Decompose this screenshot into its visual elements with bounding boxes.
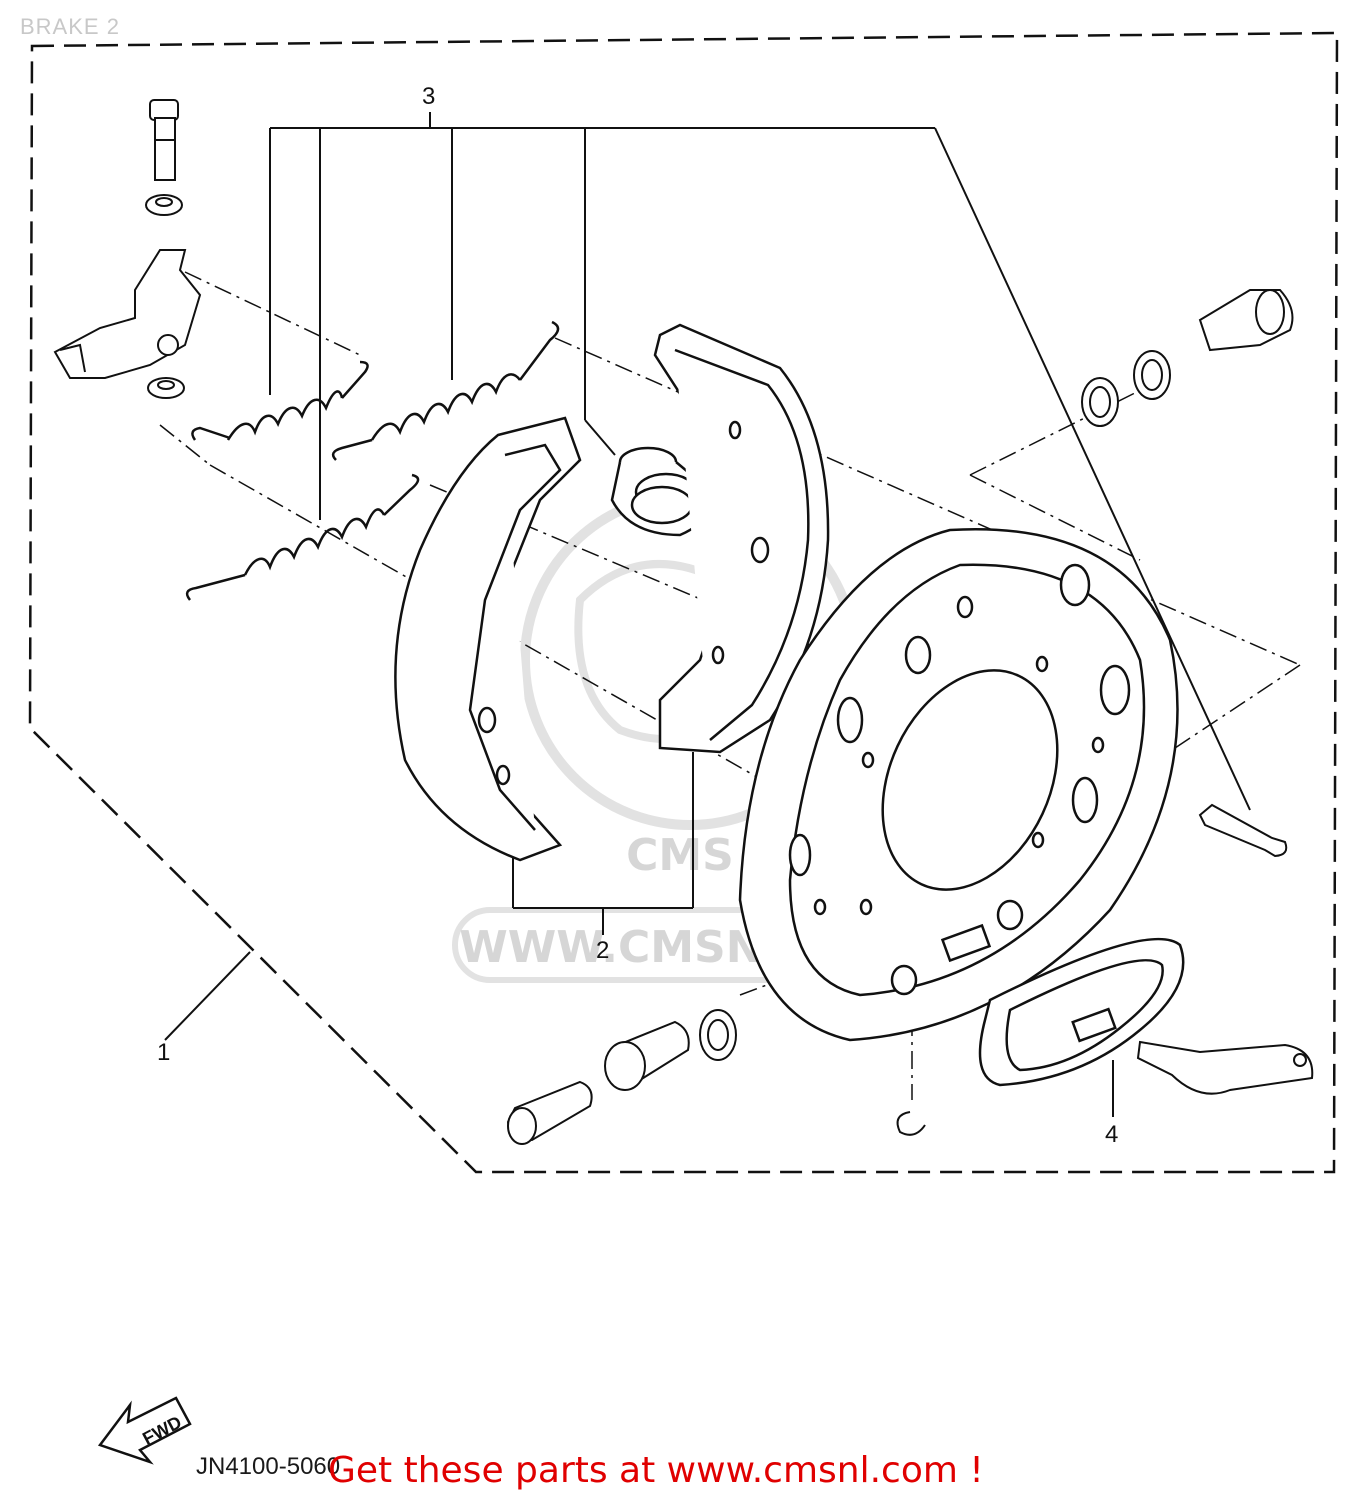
brake-cam-lever [53, 249, 202, 379]
backing-plate [738, 528, 1179, 1042]
callout-1: 1 [157, 1039, 170, 1066]
e-clip [896, 1111, 926, 1136]
seal-ring-1 [1133, 350, 1171, 400]
pin-bolt [149, 99, 179, 181]
diagram-title: BRAKE 2 [20, 14, 120, 39]
compression-spring [610, 446, 714, 537]
return-spring-upper [191, 360, 369, 441]
promo-link[interactable]: Get these parts at www.cmsnl.com ! [328, 1450, 984, 1491]
fwd-arrow-icon: FWD [97, 1396, 192, 1465]
diagram-code: JN4100-5060 [196, 1453, 341, 1480]
callout-lines [164, 112, 1251, 1117]
callout-3: 3 [422, 83, 435, 110]
bolt-lower [506, 1080, 593, 1145]
assembly-border [28, 31, 1339, 1174]
callout-4: 4 [1105, 1121, 1118, 1148]
brake-cover [978, 937, 1185, 1087]
seal-ring-2 [1081, 377, 1119, 427]
washer-top [145, 194, 183, 216]
bolt-right [1198, 803, 1288, 858]
brake-lever-arm [1136, 1040, 1314, 1095]
return-spring-middle [331, 320, 560, 461]
brake-shoe-front [394, 416, 582, 862]
watermark-logo: CMS [626, 830, 734, 881]
seal-ring-lower [699, 1009, 737, 1061]
brake-shoe-rear [653, 323, 830, 754]
return-spring-lower [185, 473, 420, 601]
callout-2: 2 [596, 937, 609, 964]
adjuster-nut [604, 1020, 690, 1091]
washer-mid [147, 377, 185, 399]
adjuster-cap [1198, 289, 1294, 352]
